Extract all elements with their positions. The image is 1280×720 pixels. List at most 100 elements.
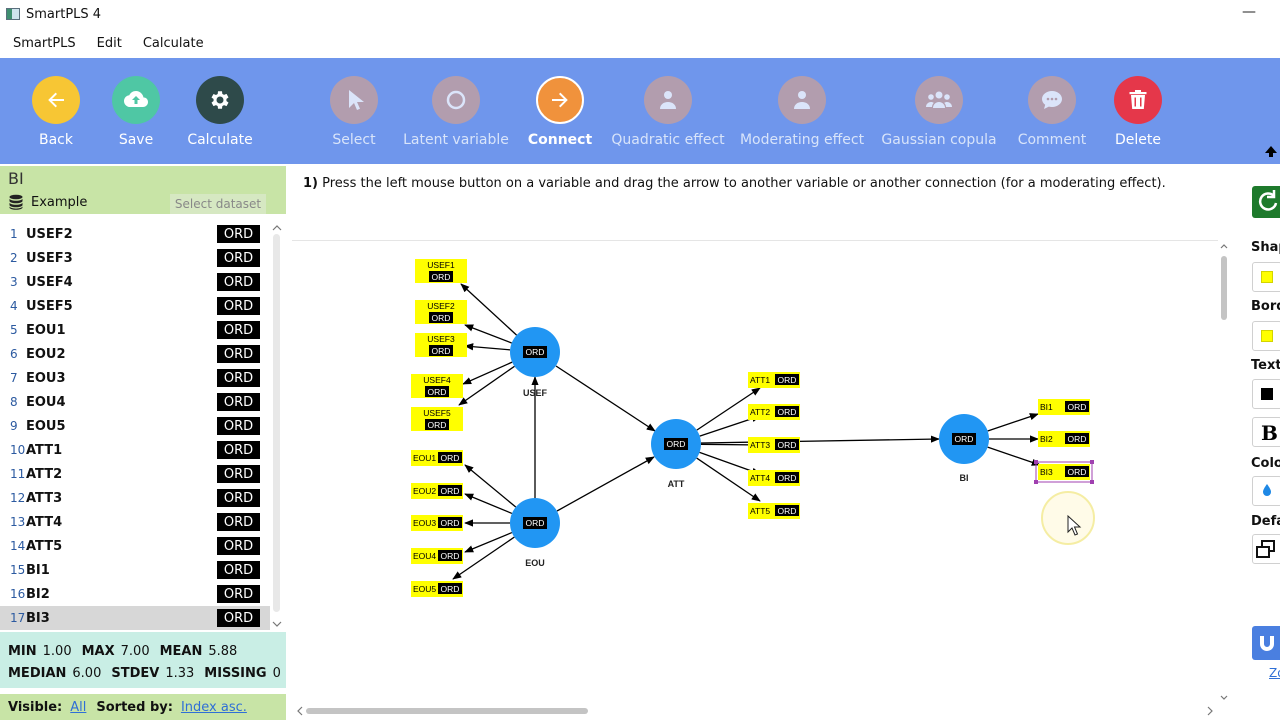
menu-edit[interactable]: Edit [96, 35, 122, 51]
indicator-type-tag[interactable]: ORD [217, 393, 260, 411]
path-arrow-usef-1[interactable] [460, 283, 518, 336]
path-arrow-usef-5[interactable] [458, 365, 515, 406]
path-arrow-eou-2[interactable] [464, 493, 513, 515]
path-att-to-bi[interactable] [700, 435, 940, 444]
default-layout-button[interactable] [1252, 534, 1280, 564]
refresh-button[interactable] [1252, 186, 1280, 218]
menu-smartpls[interactable]: SmartPLS [13, 35, 76, 51]
border-color-swatch[interactable] [1252, 321, 1280, 351]
shape-color-swatch[interactable] [1252, 262, 1280, 292]
indicator-type-tag[interactable]: ORD [217, 465, 260, 483]
zoom-link[interactable]: Zo [1269, 666, 1280, 680]
minimize-button[interactable]: — [1242, 4, 1256, 20]
fill-color-button[interactable] [1252, 476, 1280, 506]
path-arrow-eou-4[interactable] [464, 531, 513, 553]
quadratic-effect-tool[interactable]: Quadratic effect [611, 76, 725, 148]
path-arrow-att-5[interactable] [696, 457, 761, 502]
bi3-selection-frame[interactable] [1034, 460, 1094, 484]
indicator-type-tag[interactable]: ORD [217, 513, 260, 531]
path-arrow-bi-1[interactable] [987, 413, 1039, 432]
canvas-vertical-scrollbar[interactable] [1218, 240, 1230, 706]
indicator-type-tag[interactable]: ORD [217, 537, 260, 555]
select-dataset-button[interactable]: Select dataset [170, 194, 266, 214]
indicator-type-tag[interactable]: ORD [217, 297, 260, 315]
path-arrow-usef-2[interactable] [464, 324, 512, 344]
path-arrow-att-1[interactable] [696, 387, 761, 431]
magnet-button[interactable] [1252, 626, 1280, 660]
gaussian-copula-tool[interactable]: Gaussian copula [881, 76, 997, 148]
bold-button[interactable]: B [1252, 417, 1280, 447]
path-eou-to-att[interactable] [556, 456, 655, 512]
moderating-effect-tool[interactable]: Moderating effect [740, 76, 864, 148]
visible-filter-link[interactable]: All [70, 699, 87, 715]
delete-button[interactable]: Delete [1114, 76, 1162, 148]
indicator-type-tag[interactable]: ORD [217, 225, 260, 243]
indicator-type-tag[interactable]: ORD [217, 609, 260, 627]
indicator-type-tag[interactable]: ORD [217, 489, 260, 507]
indicator-type-tag[interactable]: ORD [217, 249, 260, 267]
save-button[interactable]: Save [112, 76, 160, 148]
back-button[interactable]: Back [32, 76, 80, 148]
comment-tool[interactable]: Comment [1018, 76, 1086, 148]
indicator-type-tag[interactable]: ORD [217, 321, 260, 339]
menu-calculate[interactable]: Calculate [142, 35, 204, 51]
sort-order-link[interactable]: Index asc. [180, 699, 247, 715]
indicator-type-tag[interactable]: ORD [217, 561, 260, 579]
indicator-type-tag[interactable]: ORD [217, 345, 260, 363]
text-color-swatch[interactable] [1252, 379, 1280, 409]
indicator-type-tag[interactable]: ORD [217, 369, 260, 387]
indicator-list-scrollbar[interactable] [270, 222, 284, 632]
path-arrow-usef-4[interactable] [462, 361, 513, 385]
path-arrow-eou-5[interactable] [452, 536, 515, 580]
calculate-button[interactable]: Calculate [187, 76, 253, 148]
path-usef-to-att[interactable] [555, 365, 656, 432]
latent-variable-tool[interactable]: Latent variable [403, 76, 509, 148]
indicator-type-tag[interactable]: ORD [217, 441, 260, 459]
path-arrow-bi-3[interactable] [987, 446, 1041, 466]
path-arrow-usef-3[interactable] [464, 343, 511, 351]
path-arrow-eou-1[interactable] [464, 464, 517, 508]
canvas-horizontal-scrollbar[interactable] [292, 704, 1218, 718]
collapse-toolbar-icon[interactable] [1264, 144, 1278, 158]
select-tool[interactable]: Select [330, 76, 378, 148]
